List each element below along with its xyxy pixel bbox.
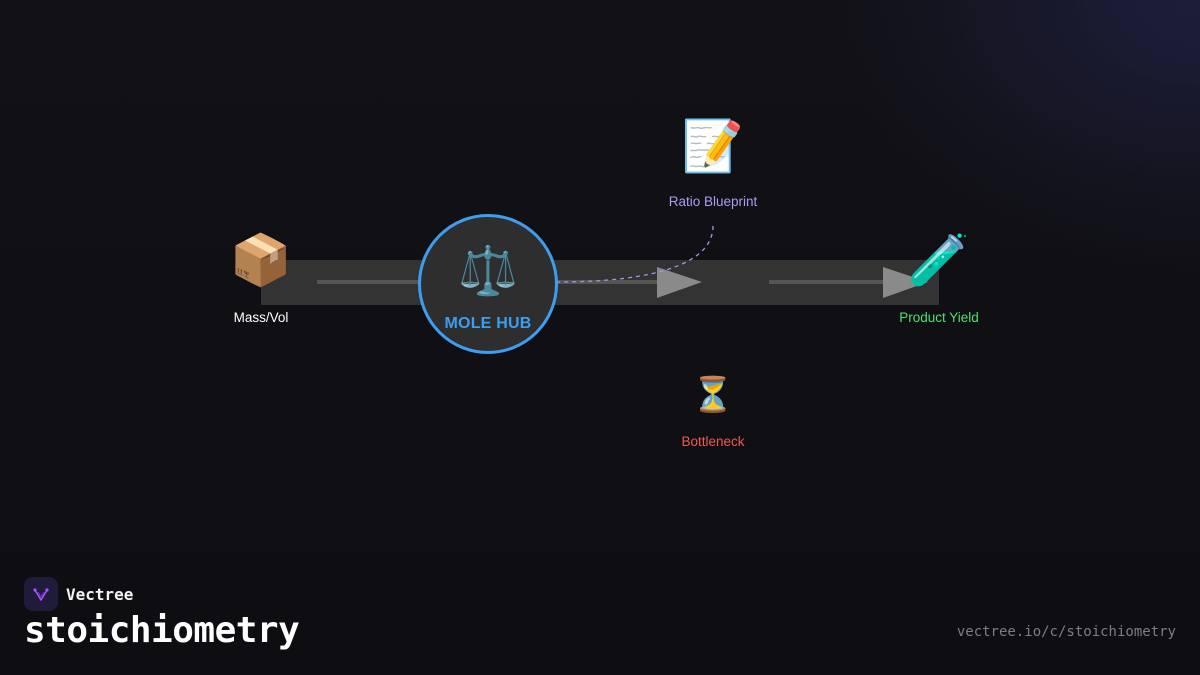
edge-blueprint-hub-dashed bbox=[555, 225, 714, 283]
node-label-product-yield: Product Yield bbox=[899, 310, 979, 325]
node-bottleneck: ⏳ Bottleneck bbox=[663, 370, 763, 449]
vectree-logo-glyph bbox=[33, 588, 49, 601]
brand: Vectree bbox=[24, 577, 133, 611]
arrow-head-mid bbox=[657, 267, 702, 298]
page-title: stoichiometry bbox=[24, 610, 300, 651]
brand-name: Vectree bbox=[66, 584, 134, 604]
hourglass-icon: ⏳ bbox=[691, 375, 735, 415]
arrow-head-product bbox=[883, 267, 928, 298]
node-mole-hub: ⚖️ MOLE HUB bbox=[418, 214, 558, 354]
test-tube-icon: 🧪 bbox=[907, 231, 971, 289]
vectree-logo-icon bbox=[24, 577, 58, 611]
balance-scale-icon: ⚖️ bbox=[458, 243, 518, 299]
node-ratio-blueprint: 📝 Ratio Blueprint bbox=[653, 116, 773, 209]
node-label-ratio-blueprint: Ratio Blueprint bbox=[668, 194, 758, 209]
node-product-yield: 🧪 Product Yield bbox=[879, 230, 999, 325]
memo-icon: 📝 bbox=[681, 117, 745, 175]
node-label-mass-vol: Mass/Vol bbox=[233, 310, 289, 325]
node-mass-vol: 📦 Mass/Vol bbox=[211, 230, 311, 325]
node-label-bottleneck: Bottleneck bbox=[681, 434, 745, 449]
node-label-mole-hub: MOLE HUB bbox=[444, 315, 532, 332]
package-icon: 📦 bbox=[229, 231, 293, 289]
page-url[interactable]: vectree.io/c/stoichiometry bbox=[956, 624, 1176, 640]
